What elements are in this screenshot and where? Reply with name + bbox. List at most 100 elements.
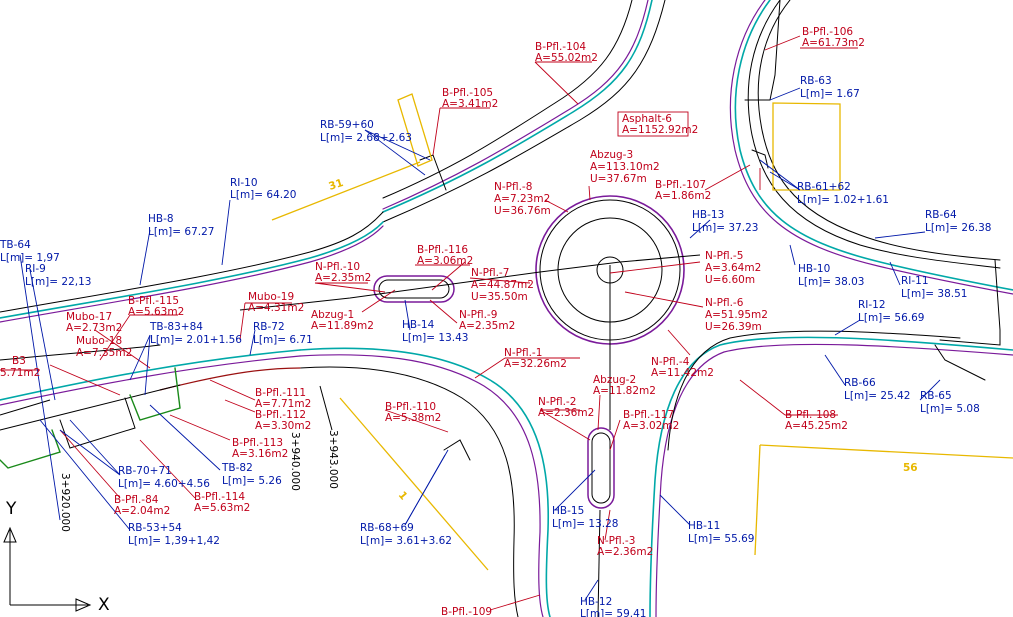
length-value: L[m]= 2.01+1.56	[150, 334, 242, 346]
area-value: A=3.41m2	[442, 98, 498, 110]
yellow-areas	[271, 93, 1013, 571]
area-value: 5.71m2	[0, 367, 40, 379]
area-value: A=2.35m2	[459, 320, 515, 332]
area-label: B-Pfl.-113	[232, 437, 283, 449]
road-edge-bottom	[299, 354, 544, 617]
area-label: B-Pfl.-114	[194, 491, 245, 503]
length-value: L[m]= 56.69	[858, 312, 924, 324]
length-value: L[m]= 59.41	[580, 608, 646, 617]
area-label: B-Pfl.-110	[385, 401, 436, 413]
area-label: Abzug-3	[590, 149, 633, 161]
area-label: B3	[12, 355, 26, 367]
length-label: RI-10	[230, 177, 258, 189]
length-label: RB-59+60	[320, 119, 374, 131]
road-curb-top-right	[734, 0, 1013, 291]
area-value: A=3.30m2	[255, 420, 311, 432]
length-label: RB-53+54	[128, 522, 182, 534]
road-edge-left-bottom3	[0, 344, 161, 361]
area-label: Mubo-18	[76, 335, 122, 347]
area-value: A=3.02m2	[623, 420, 679, 432]
area-label: Abzug-1	[311, 309, 354, 321]
area-label: N-Pfl.-1	[504, 347, 542, 359]
area-value: A=11.42m2	[651, 367, 714, 379]
area-label: N-Pfl.-5	[705, 250, 743, 262]
station-label: 3+920.000	[59, 473, 71, 532]
area-value: A=3.16m2	[232, 448, 288, 460]
length-label: TB-83+84	[149, 321, 203, 333]
island-bottom-inner	[591, 432, 611, 504]
length-value: L[m]= 13.28	[552, 518, 618, 530]
ucs-axes: Y X	[3, 499, 110, 615]
length-value: L[m]= 37.23	[692, 222, 758, 234]
road-edge-left-top2	[0, 211, 384, 313]
length-labels: RB-63 L[m]= 1.67 RB-59+60 L[m]= 2.68+2.6…	[0, 75, 991, 617]
length-label: RI-12	[858, 299, 886, 311]
area-label: B-Pfl.-109	[441, 606, 492, 617]
area-label: B-Pfl.-104	[535, 41, 586, 53]
area-label: B-Pfl.-117	[623, 409, 674, 421]
road-edge-left-bottom	[0, 355, 301, 406]
length-label: RB-64	[925, 209, 957, 221]
area-label: N-Pfl.-7	[471, 267, 509, 279]
length-label: RB-63	[800, 75, 832, 87]
ucs-y-label: Y	[5, 499, 17, 519]
length-label: HB-14	[402, 319, 435, 331]
area-label: N-Pfl.-6	[705, 297, 744, 309]
yellow-line-56-vert	[754, 444, 761, 556]
yellow-box-105	[397, 93, 433, 167]
length-label: RI-9	[25, 263, 46, 275]
area-value: A=51.95m2	[705, 309, 768, 321]
marker-56: 56	[903, 462, 918, 474]
asphalt-label-box	[617, 111, 689, 137]
area-value: A=113.10m2	[590, 161, 660, 173]
length-label: HB-12	[580, 596, 612, 608]
length-label: TB-64	[0, 239, 31, 251]
length-value: L[m]= 67.27	[148, 226, 214, 238]
area-extra: U=35.50m	[471, 291, 528, 303]
stub-110	[443, 439, 471, 461]
area-extra: U=26.39m	[705, 321, 762, 333]
length-label: RB-68+69	[360, 522, 414, 534]
area-value: A=55.02m2	[535, 52, 598, 64]
road-edge-top-right-outer	[757, 0, 1001, 261]
length-value: L[m]= 2.68+2.63	[320, 132, 412, 144]
area-value: A=4.31m2	[248, 302, 304, 314]
length-value: L[m]= 5.08	[920, 403, 980, 415]
area-value: A=1152.92m2	[622, 124, 698, 136]
area-label: B-Pfl.-111	[255, 387, 306, 399]
area-value: A=2.36m2	[538, 407, 594, 419]
length-label: RB-61+62	[797, 181, 851, 193]
length-label: TB-82	[221, 462, 253, 474]
area-value: A=7.23m2	[494, 193, 550, 205]
road-edge-top-right	[729, 0, 1013, 295]
area-value: A=5.63m2	[194, 502, 250, 514]
road-edge-right-lower2	[667, 330, 961, 451]
area-label: N-Pfl.-10	[315, 261, 360, 273]
area-value: A=7.35m2	[76, 347, 132, 359]
station-label: 3+940.000	[289, 432, 301, 491]
road-curb-bottom	[299, 347, 551, 617]
road-edge-top-right-outer2	[747, 0, 1001, 269]
area-value: A=32.26m2	[504, 358, 567, 370]
length-label: HB-8	[148, 213, 174, 225]
green-crossing-1	[0, 429, 61, 469]
length-value: L[m]= 1.67	[800, 88, 860, 100]
area-label: Mubo-19	[248, 291, 294, 303]
length-label: HB-13	[692, 209, 724, 221]
length-value: L[m]= 25.42	[844, 390, 910, 402]
area-label: Mubo-17	[66, 311, 112, 323]
area-value: A=2.04m2	[114, 505, 170, 517]
boundary-right	[744, 0, 781, 101]
length-value: L[m]= 5.26	[222, 475, 282, 487]
length-value: L[m]= 3.61+3.62	[360, 535, 452, 547]
length-label: RB-65	[920, 390, 952, 402]
length-value: L[m]= 38.03	[798, 276, 864, 288]
area-value: A=5.38m2	[385, 412, 441, 424]
road-curb-left-top	[0, 221, 384, 319]
length-label: RI-11	[901, 275, 929, 287]
area-label: B-Pfl.-105	[442, 87, 493, 99]
area-value: A=5.63m2	[128, 306, 184, 318]
road-curb-top-left	[382, 0, 653, 213]
road-edge-bottom2	[299, 366, 519, 617]
